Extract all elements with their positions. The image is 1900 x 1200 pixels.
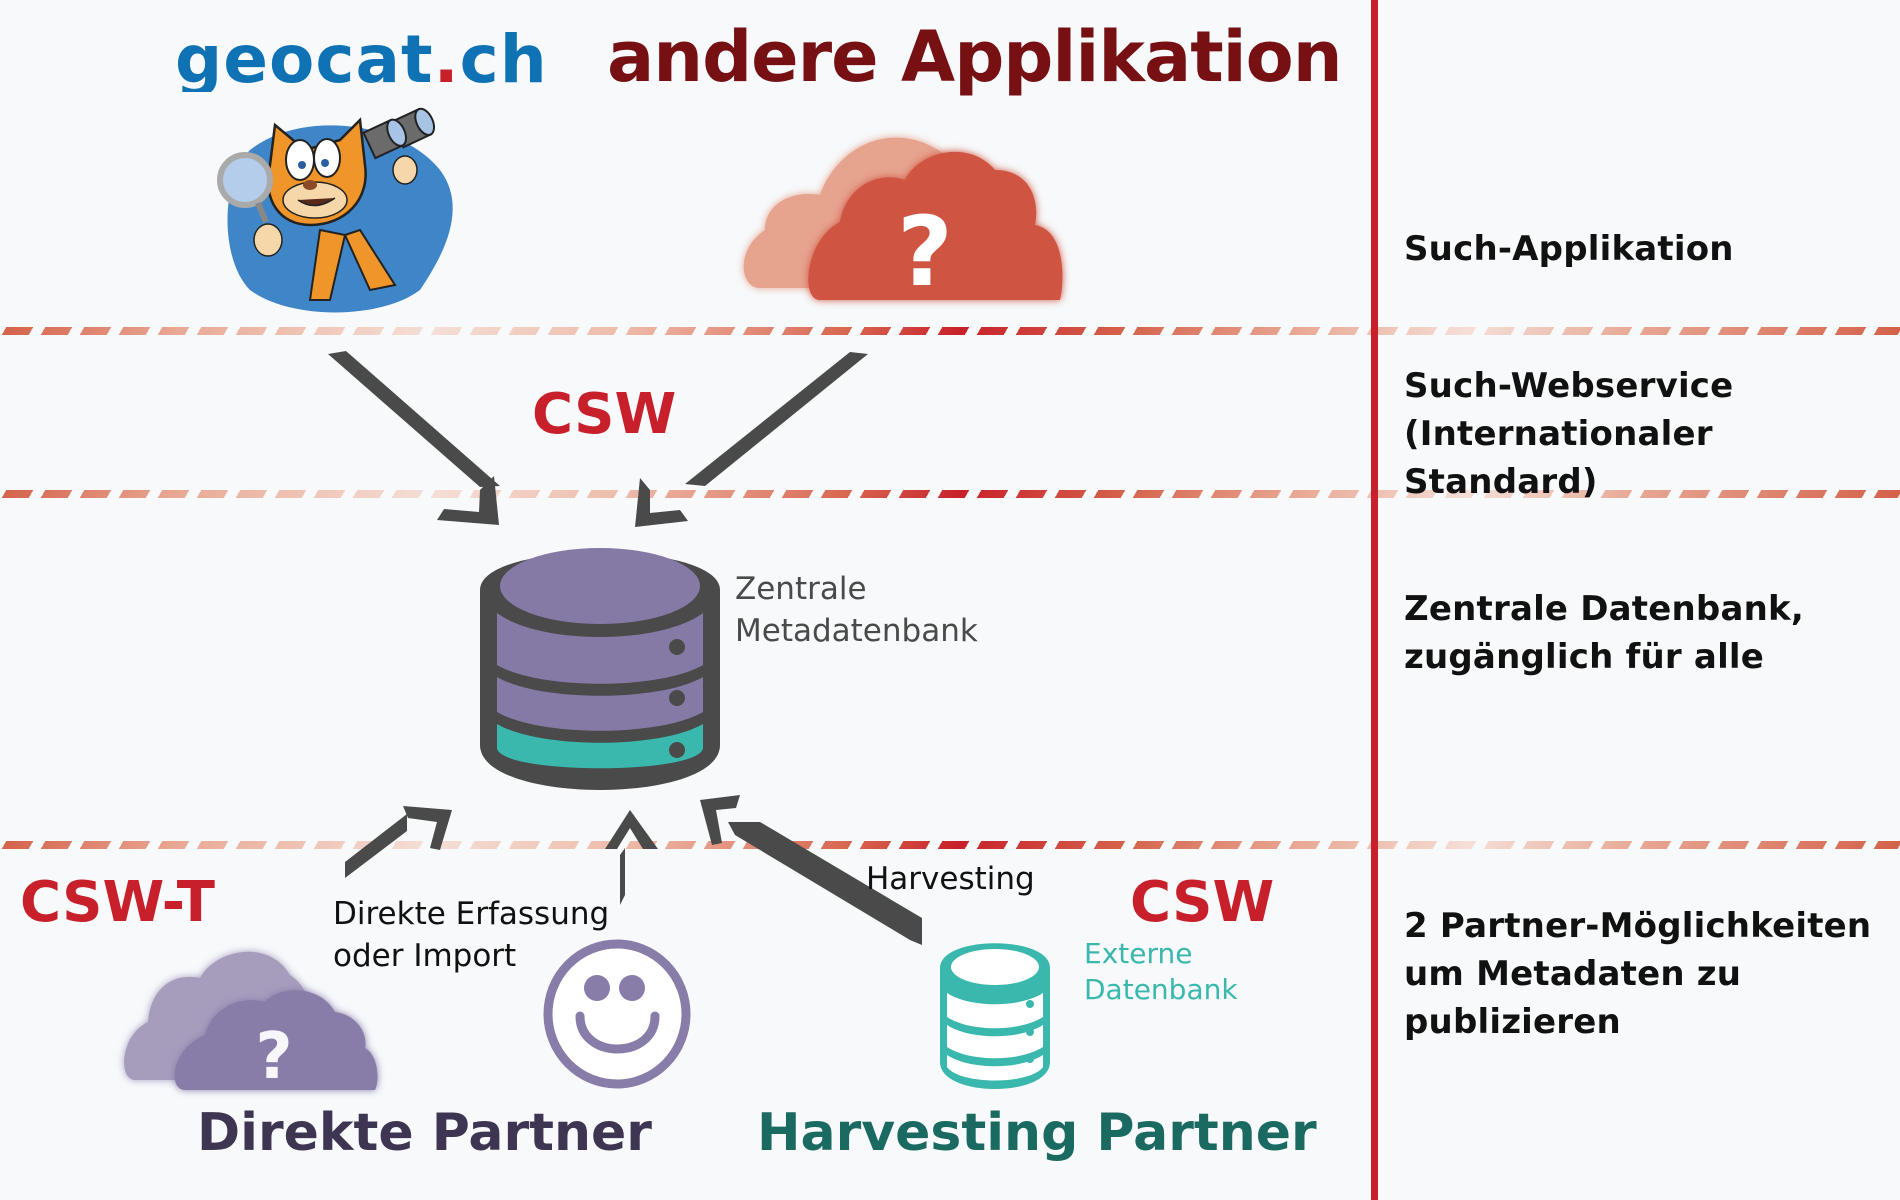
arrow-harvesting-head <box>700 795 740 845</box>
csw-label-bottom: CSW <box>1130 870 1275 935</box>
arrow-import-to-db <box>620 848 625 905</box>
geocat-logo-dot: . <box>433 21 460 92</box>
harvesting-partner-title: Harvesting Partner <box>757 1103 1317 1163</box>
arrow-app-to-db-head <box>635 478 688 527</box>
arrow-app-to-db <box>685 352 868 486</box>
layer-label-search-webservice: Such-Webservice (Internationaler Standar… <box>1404 362 1900 506</box>
layer-label-central-db-line-1: Zentrale Datenbank, <box>1404 589 1804 629</box>
arrow-direct-entry-to-db <box>345 814 407 878</box>
csw-t-label: CSW-T <box>20 870 215 935</box>
direct-entry-line-1: Direkte Erfassung <box>333 896 610 932</box>
layer-label-central-db-line-2: zugänglich für alle <box>1404 637 1765 677</box>
geocat-logo[interactable]: geocat.ch <box>175 10 548 92</box>
central-db-label-line-2: Metadatenbank <box>735 613 978 649</box>
layer-label-partners-line-3: publizieren <box>1404 1002 1621 1042</box>
external-db-label-line-1: Externe <box>1084 937 1193 970</box>
direct-entry-label: Direkte Erfassung oder Import <box>333 893 609 977</box>
layer-label-search-webservice-line-1: Such-Webservice <box>1404 366 1734 406</box>
direct-partner-title: Direkte Partner <box>197 1103 652 1163</box>
other-app-title: andere Applikation <box>607 16 1343 98</box>
external-db-label-line-2: Datenbank <box>1084 973 1238 1006</box>
central-db-label: Zentrale Metadatenbank <box>735 568 978 652</box>
direct-cloud-question-mark: ? <box>255 1020 292 1094</box>
layer-label-partners: 2 Partner-Möglichkeiten um Metadaten zu … <box>1404 902 1871 1046</box>
layer-label-partners-line-2: um Metadaten zu <box>1404 954 1742 994</box>
layer-label-search-webservice-line-2: (Internationaler Standard) <box>1404 414 1713 502</box>
geocat-logo-tld: ch <box>459 21 548 92</box>
arrow-geocat-to-db-head <box>437 476 499 525</box>
direct-entry-line-2: oder Import <box>333 938 517 974</box>
csw-label-top: CSW <box>532 382 677 447</box>
layer-label-partners-line-1: 2 Partner-Möglichkeiten <box>1404 906 1872 946</box>
layer-label-central-db: Zentrale Datenbank, zugänglich für alle <box>1404 585 1804 681</box>
layer-label-search-app-line-1: Such-Applikation <box>1404 229 1734 269</box>
arrow-harvesting-to-db <box>728 822 922 945</box>
arrow-direct-entry-head <box>403 806 452 850</box>
geocat-logo-name: geocat <box>175 21 434 92</box>
arrow-import-head <box>605 810 658 849</box>
cloud-question-mark: ? <box>897 196 953 308</box>
layer-label-search-app: Such-Applikation <box>1404 225 1734 273</box>
column-separator <box>1371 0 1378 1200</box>
arrow-geocat-to-db <box>328 351 500 487</box>
harvesting-label: Harvesting <box>866 861 1035 897</box>
central-db-label-line-1: Zentrale <box>735 571 867 607</box>
external-db-label: Externe Datenbank <box>1084 936 1238 1008</box>
